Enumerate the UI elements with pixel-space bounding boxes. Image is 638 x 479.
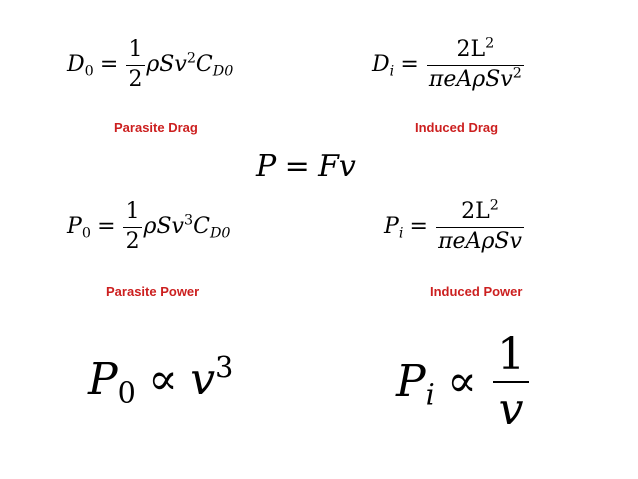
p0-prop-rhs: v3 [190,349,234,405]
equals-sign: = [99,52,119,78]
d0-rhs: ρSv2CD0 [146,50,234,80]
equals-sign: = [284,149,310,184]
equals-sign: = [400,52,419,78]
p0-lhs: P0 [67,214,91,242]
induced-power-proportionality: Pi ∝ 1 v [396,330,533,435]
one-half-fraction: 1 2 [123,199,142,254]
equals-sign: = [97,214,116,240]
parasite-drag-equation: D0 = 1 2 ρSv2CD0 [67,37,234,92]
force-velocity: Fv [318,149,356,184]
parasite-power-proportionality: P0 ∝ v3 [88,349,234,410]
proportional-sign: ∝ [447,356,477,408]
induced-drag-equation: Di = 2L2 πeAρSv2 [372,36,526,92]
p0-rhs: ρSv3CD0 [143,212,231,242]
induced-power-equation: Pi = 2L2 πeAρSv [384,198,526,254]
equals-sign: = [409,214,428,240]
parasite-power-label: Parasite Power [106,284,200,299]
power-equation: P = Fv [256,152,356,182]
induced-drag-fraction: 2L2 πeAρSv2 [426,36,525,92]
pi-lhs: Pi [384,214,404,242]
induced-power-fraction: 2L2 πeAρSv [435,198,525,254]
induced-power-label: Induced Power [430,284,523,299]
one-half-fraction: 1 2 [126,37,145,92]
di-lhs: Di [372,52,395,80]
induced-drag-label: Induced Drag [415,120,499,135]
parasite-power-equation: P0 = 1 2 ρSv3CD0 [67,199,231,254]
parasite-drag-label: Parasite Drag [114,120,198,135]
proportional-sign: ∝ [148,354,178,405]
p0-prop-lhs: P0 [88,354,136,410]
d0-lhs: D0 [67,52,94,80]
one-over-v-fraction: 1 v [492,330,530,435]
pi-prop-lhs: Pi [396,356,435,412]
power-symbol: P [256,149,277,184]
